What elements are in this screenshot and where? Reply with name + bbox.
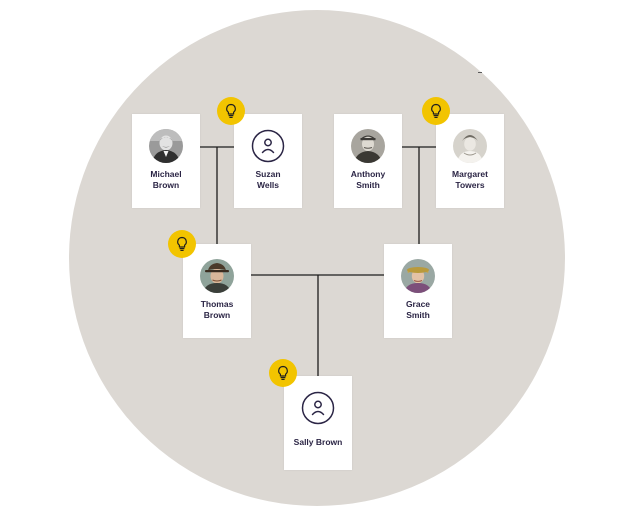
- last-name: Brown: [203, 310, 231, 320]
- person-card-suzan-wells[interactable]: Suzan Wells: [234, 114, 302, 208]
- person-name: Margaret Towers: [438, 169, 502, 191]
- avatar-grace-smith: [401, 259, 435, 293]
- last-name: Brown: [152, 180, 180, 190]
- divider-mark: [478, 72, 482, 73]
- person-card-sally-brown[interactable]: Sally Brown: [284, 376, 352, 470]
- person-card-margaret-towers[interactable]: Margaret Towers: [436, 114, 504, 208]
- avatar-anthony-smith: [351, 129, 385, 163]
- lightbulb-icon: [278, 365, 288, 380]
- last-name: Wells: [256, 180, 280, 190]
- first-name: Michael: [150, 169, 182, 179]
- avatar-thomas-brown: [200, 259, 234, 293]
- last-name: Smith: [406, 310, 430, 320]
- person-card-grace-smith[interactable]: Grace Smith: [384, 244, 452, 338]
- hint-badge-margaret-towers[interactable]: [422, 97, 450, 125]
- person-name: Sally Brown: [286, 437, 350, 448]
- first-name: Margaret: [452, 169, 488, 179]
- avatar-michael-brown: [149, 129, 183, 163]
- person-name: Michael Brown: [134, 169, 198, 191]
- lightbulb-icon: [226, 103, 236, 118]
- person-card-anthony-smith[interactable]: Anthony Smith: [334, 114, 402, 208]
- first-name: Grace: [405, 299, 431, 309]
- first-name: Thomas: [200, 299, 234, 309]
- lightbulb-icon: [431, 103, 441, 118]
- placeholder-person-icon: [301, 391, 335, 425]
- person-card-thomas-brown[interactable]: Thomas Brown: [183, 244, 251, 338]
- placeholder-person-icon: [251, 129, 285, 163]
- last-name: Towers: [455, 180, 485, 190]
- person-name: Thomas Brown: [185, 299, 249, 321]
- person-name: Suzan Wells: [236, 169, 300, 191]
- last-name: Smith: [356, 180, 380, 190]
- first-name: Anthony: [350, 169, 386, 179]
- person-card-michael-brown[interactable]: Michael Brown: [132, 114, 200, 208]
- person-name: Anthony Smith: [336, 169, 400, 191]
- hint-badge-thomas-brown[interactable]: [168, 230, 196, 258]
- first-name: Suzan: [255, 169, 281, 179]
- avatar-margaret-towers: [453, 129, 487, 163]
- lightbulb-icon: [177, 236, 187, 251]
- person-name: Grace Smith: [386, 299, 450, 321]
- hint-badge-suzan-wells[interactable]: [217, 97, 245, 125]
- hint-badge-sally-brown[interactable]: [269, 359, 297, 387]
- full-name: Sally Brown: [293, 437, 343, 447]
